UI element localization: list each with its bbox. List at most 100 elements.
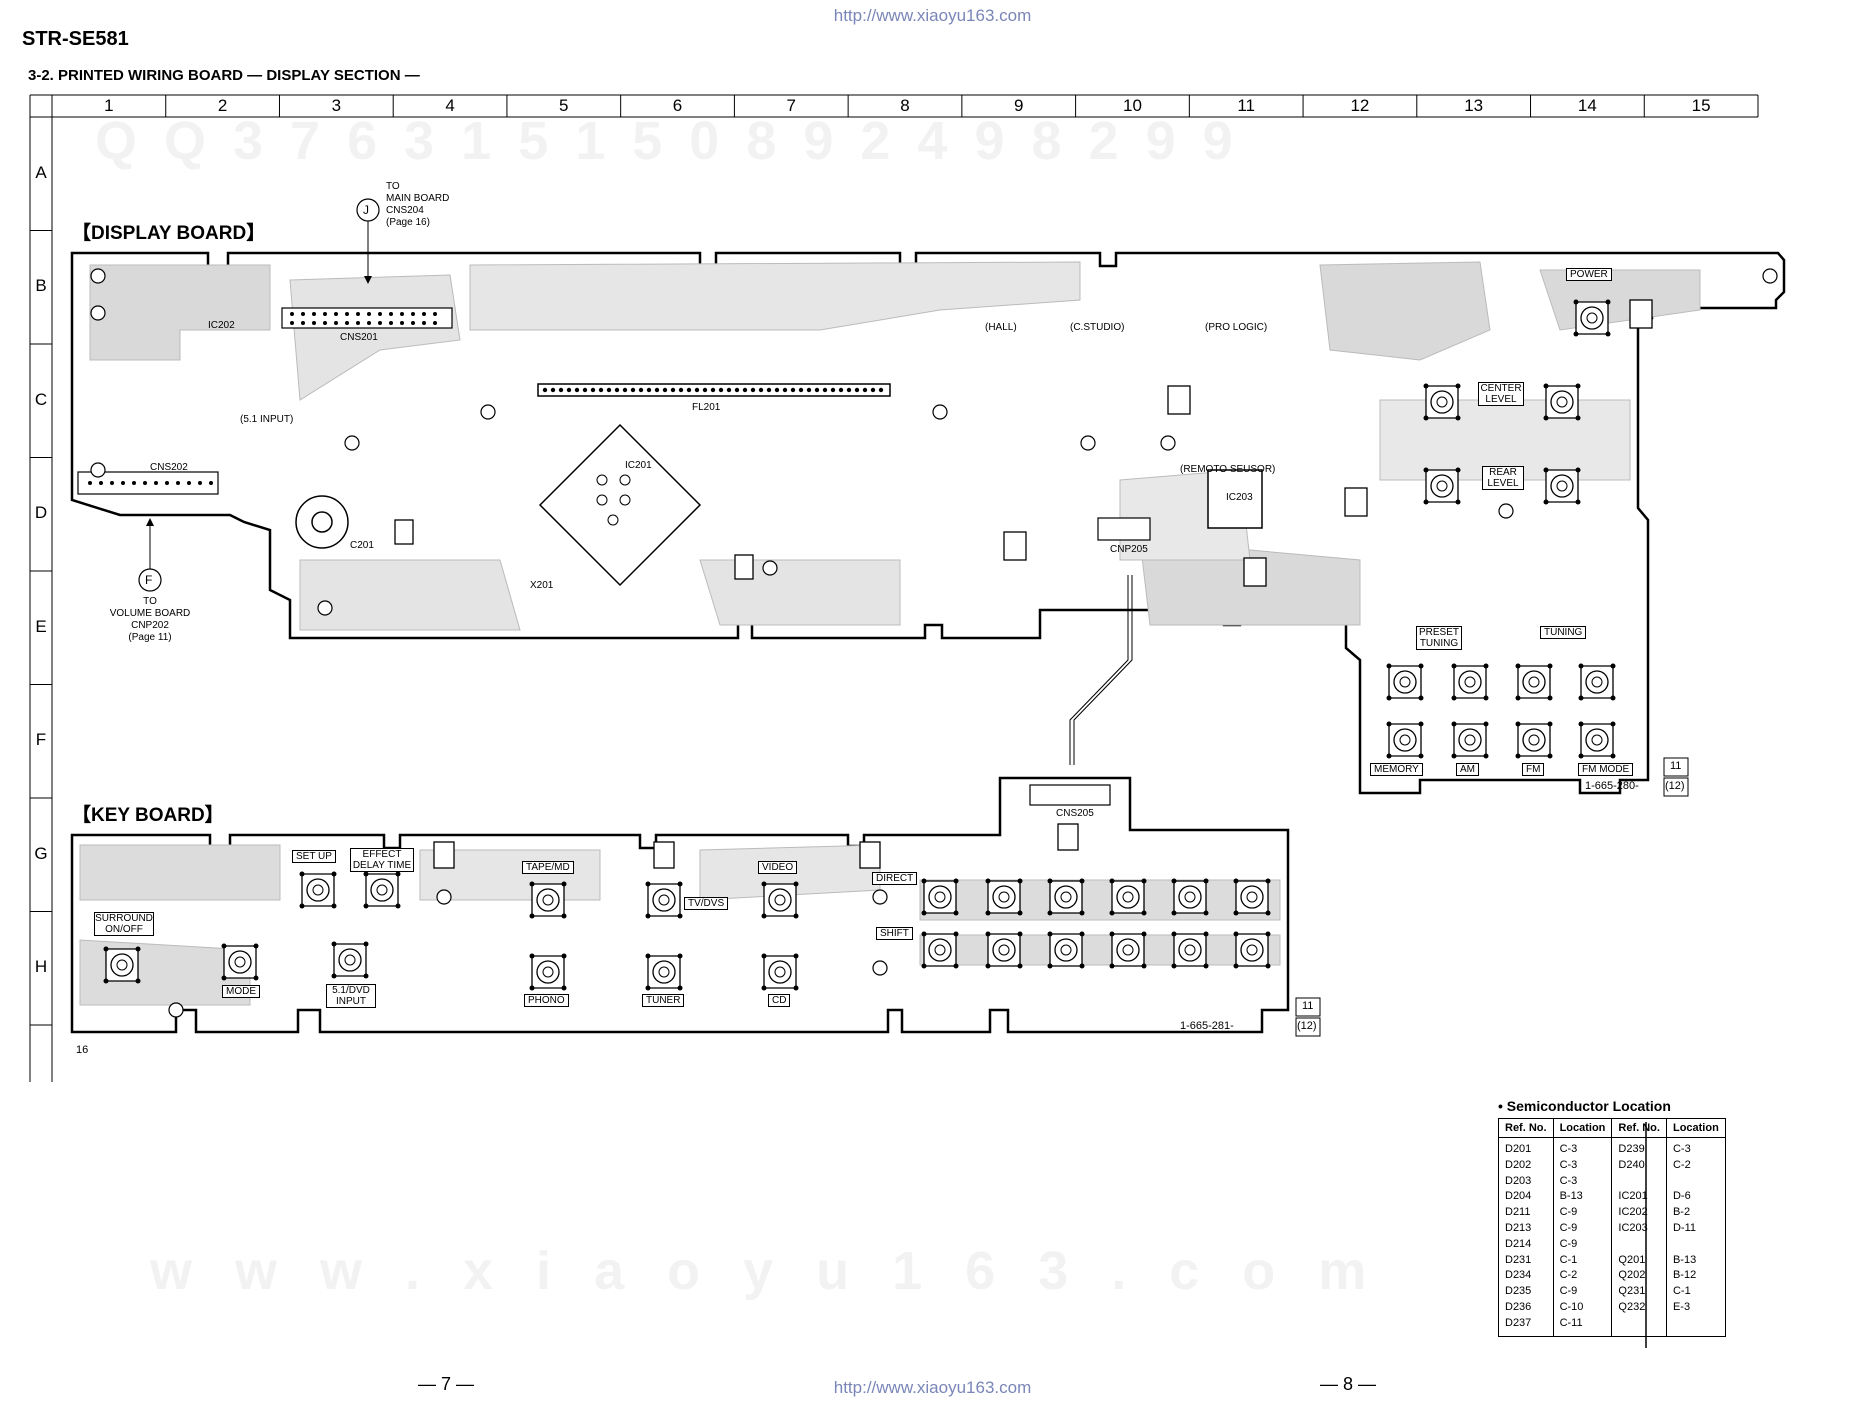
switch-s230 <box>331 941 369 979</box>
label-pro-logic: (PRO LOGIC) <box>1205 322 1268 333</box>
key-squares <box>433 823 1079 869</box>
label-fm-mode: FM MODE <box>1578 763 1634 776</box>
row-label-D: D <box>34 503 48 523</box>
label-51-input: (5.1 INPUT) <box>240 414 294 425</box>
column-label-4: 4 <box>445 96 455 115</box>
section-title: 3-2. PRINTED WIRING BOARD — DISPLAY SECT… <box>28 67 420 84</box>
switch-s232 <box>1233 878 1271 916</box>
mount-hole <box>317 600 333 616</box>
column-label-7: 7 <box>786 96 796 115</box>
table-cell: IC202 <box>1611 1205 1667 1221</box>
label-ic202: IC202 <box>208 320 235 331</box>
switch-s218 <box>299 871 337 909</box>
watermark-bottom: w w w . x i a o y u 1 6 3 . c o m <box>150 1241 1381 1301</box>
table-cell <box>1666 1316 1725 1336</box>
cns202-connector <box>77 471 219 495</box>
label-cns201: CNS201 <box>340 332 378 343</box>
url-bottom[interactable]: http://www.xiaoyu163.com <box>833 1378 1032 1397</box>
cns201-connector <box>281 307 453 329</box>
key-layer-bottom: (12) <box>1297 1020 1317 1032</box>
square-pad <box>1057 823 1079 851</box>
mount-hole <box>762 560 778 576</box>
table-cell: C-3 <box>1553 1173 1613 1190</box>
switch-s237 <box>921 878 959 916</box>
square-pad <box>653 841 675 869</box>
label-tuner: TUNER <box>642 994 685 1007</box>
header-ref2: Ref. No. <box>1611 1118 1667 1138</box>
label-video: VIDEO <box>758 861 798 874</box>
table-cell <box>1611 1173 1667 1190</box>
switch-s228 <box>985 931 1023 969</box>
callout-j-letter: J <box>363 203 369 217</box>
ic201-chip <box>538 423 702 587</box>
mount-hole <box>480 404 496 420</box>
table-cell: D211 <box>1498 1205 1554 1221</box>
label-x201: X201 <box>530 580 554 591</box>
header-ref1: Ref. No. <box>1498 1118 1554 1138</box>
table-cell: B-12 <box>1672 1269 1697 1282</box>
table-cell: D231 <box>1498 1252 1554 1269</box>
switch-s233 <box>1171 878 1209 916</box>
table-cell: C-1 <box>1553 1252 1613 1269</box>
display-switches <box>1386 299 1616 759</box>
key-corner-number: 16 <box>76 1044 89 1056</box>
fl201-pins <box>542 387 884 393</box>
column-label-12: 12 <box>1350 96 1370 115</box>
mount-hole <box>344 435 360 451</box>
mount-hole <box>1160 435 1176 451</box>
table-cell: D213 <box>1498 1220 1554 1237</box>
display-holes <box>90 268 1778 616</box>
display-squares <box>394 299 1653 587</box>
switch-s229 <box>921 931 959 969</box>
mount-hole <box>168 1002 184 1018</box>
table-cell: D240 <box>1611 1157 1667 1174</box>
square-pad <box>1344 487 1368 517</box>
switch-s223 <box>761 881 799 919</box>
square-pad <box>1629 299 1653 329</box>
mount-hole <box>436 889 452 905</box>
table-cell: C-3 <box>1553 1157 1613 1174</box>
cns202-pins <box>88 481 213 485</box>
header-loc2: Location <box>1666 1118 1726 1138</box>
table-cell: C-9 <box>1553 1205 1613 1221</box>
table-cell: Q202 <box>1611 1268 1667 1285</box>
display-part-number: 1-665-280- <box>1585 780 1639 792</box>
table-cell: C-1 <box>1672 1285 1691 1298</box>
switch-s211 <box>1451 663 1489 701</box>
switch-s222 <box>529 953 567 991</box>
switch-s202 <box>1423 383 1461 421</box>
label-phono: PHONO <box>524 994 569 1007</box>
row-ticks <box>30 230 52 1026</box>
switch-s217 <box>103 946 141 984</box>
table-cell: Q232 <box>1611 1299 1667 1316</box>
mount-hole <box>90 462 106 478</box>
label-power: POWER <box>1566 268 1612 281</box>
board-link-cable <box>1069 575 1129 765</box>
square-pad <box>734 554 754 580</box>
column-label-9: 9 <box>1013 96 1024 115</box>
table-cell: C-3 <box>1553 1137 1613 1158</box>
column-label-15: 15 <box>1691 96 1711 115</box>
row-label-H: H <box>34 957 48 977</box>
table-cell: E-3 <box>1672 1300 1691 1313</box>
label-c-studio: (C.STUDIO) <box>1070 322 1125 333</box>
table-cell <box>1611 1315 1667 1337</box>
table-cell: B-2 <box>1672 1206 1691 1219</box>
url-top[interactable]: http://www.xiaoyu163.com <box>833 6 1032 25</box>
table-cell: D234 <box>1498 1268 1554 1285</box>
semiconductor-title: • Semiconductor Location <box>1498 1098 1671 1114</box>
row-label-C: C <box>34 389 48 409</box>
callout-f-letter: F <box>145 573 153 587</box>
cns205-connector <box>1029 784 1111 806</box>
page-number-left: — 7 — <box>418 1374 475 1394</box>
page-number-right: — 8 — <box>1320 1374 1377 1394</box>
table-cell: B-13 <box>1553 1189 1613 1206</box>
